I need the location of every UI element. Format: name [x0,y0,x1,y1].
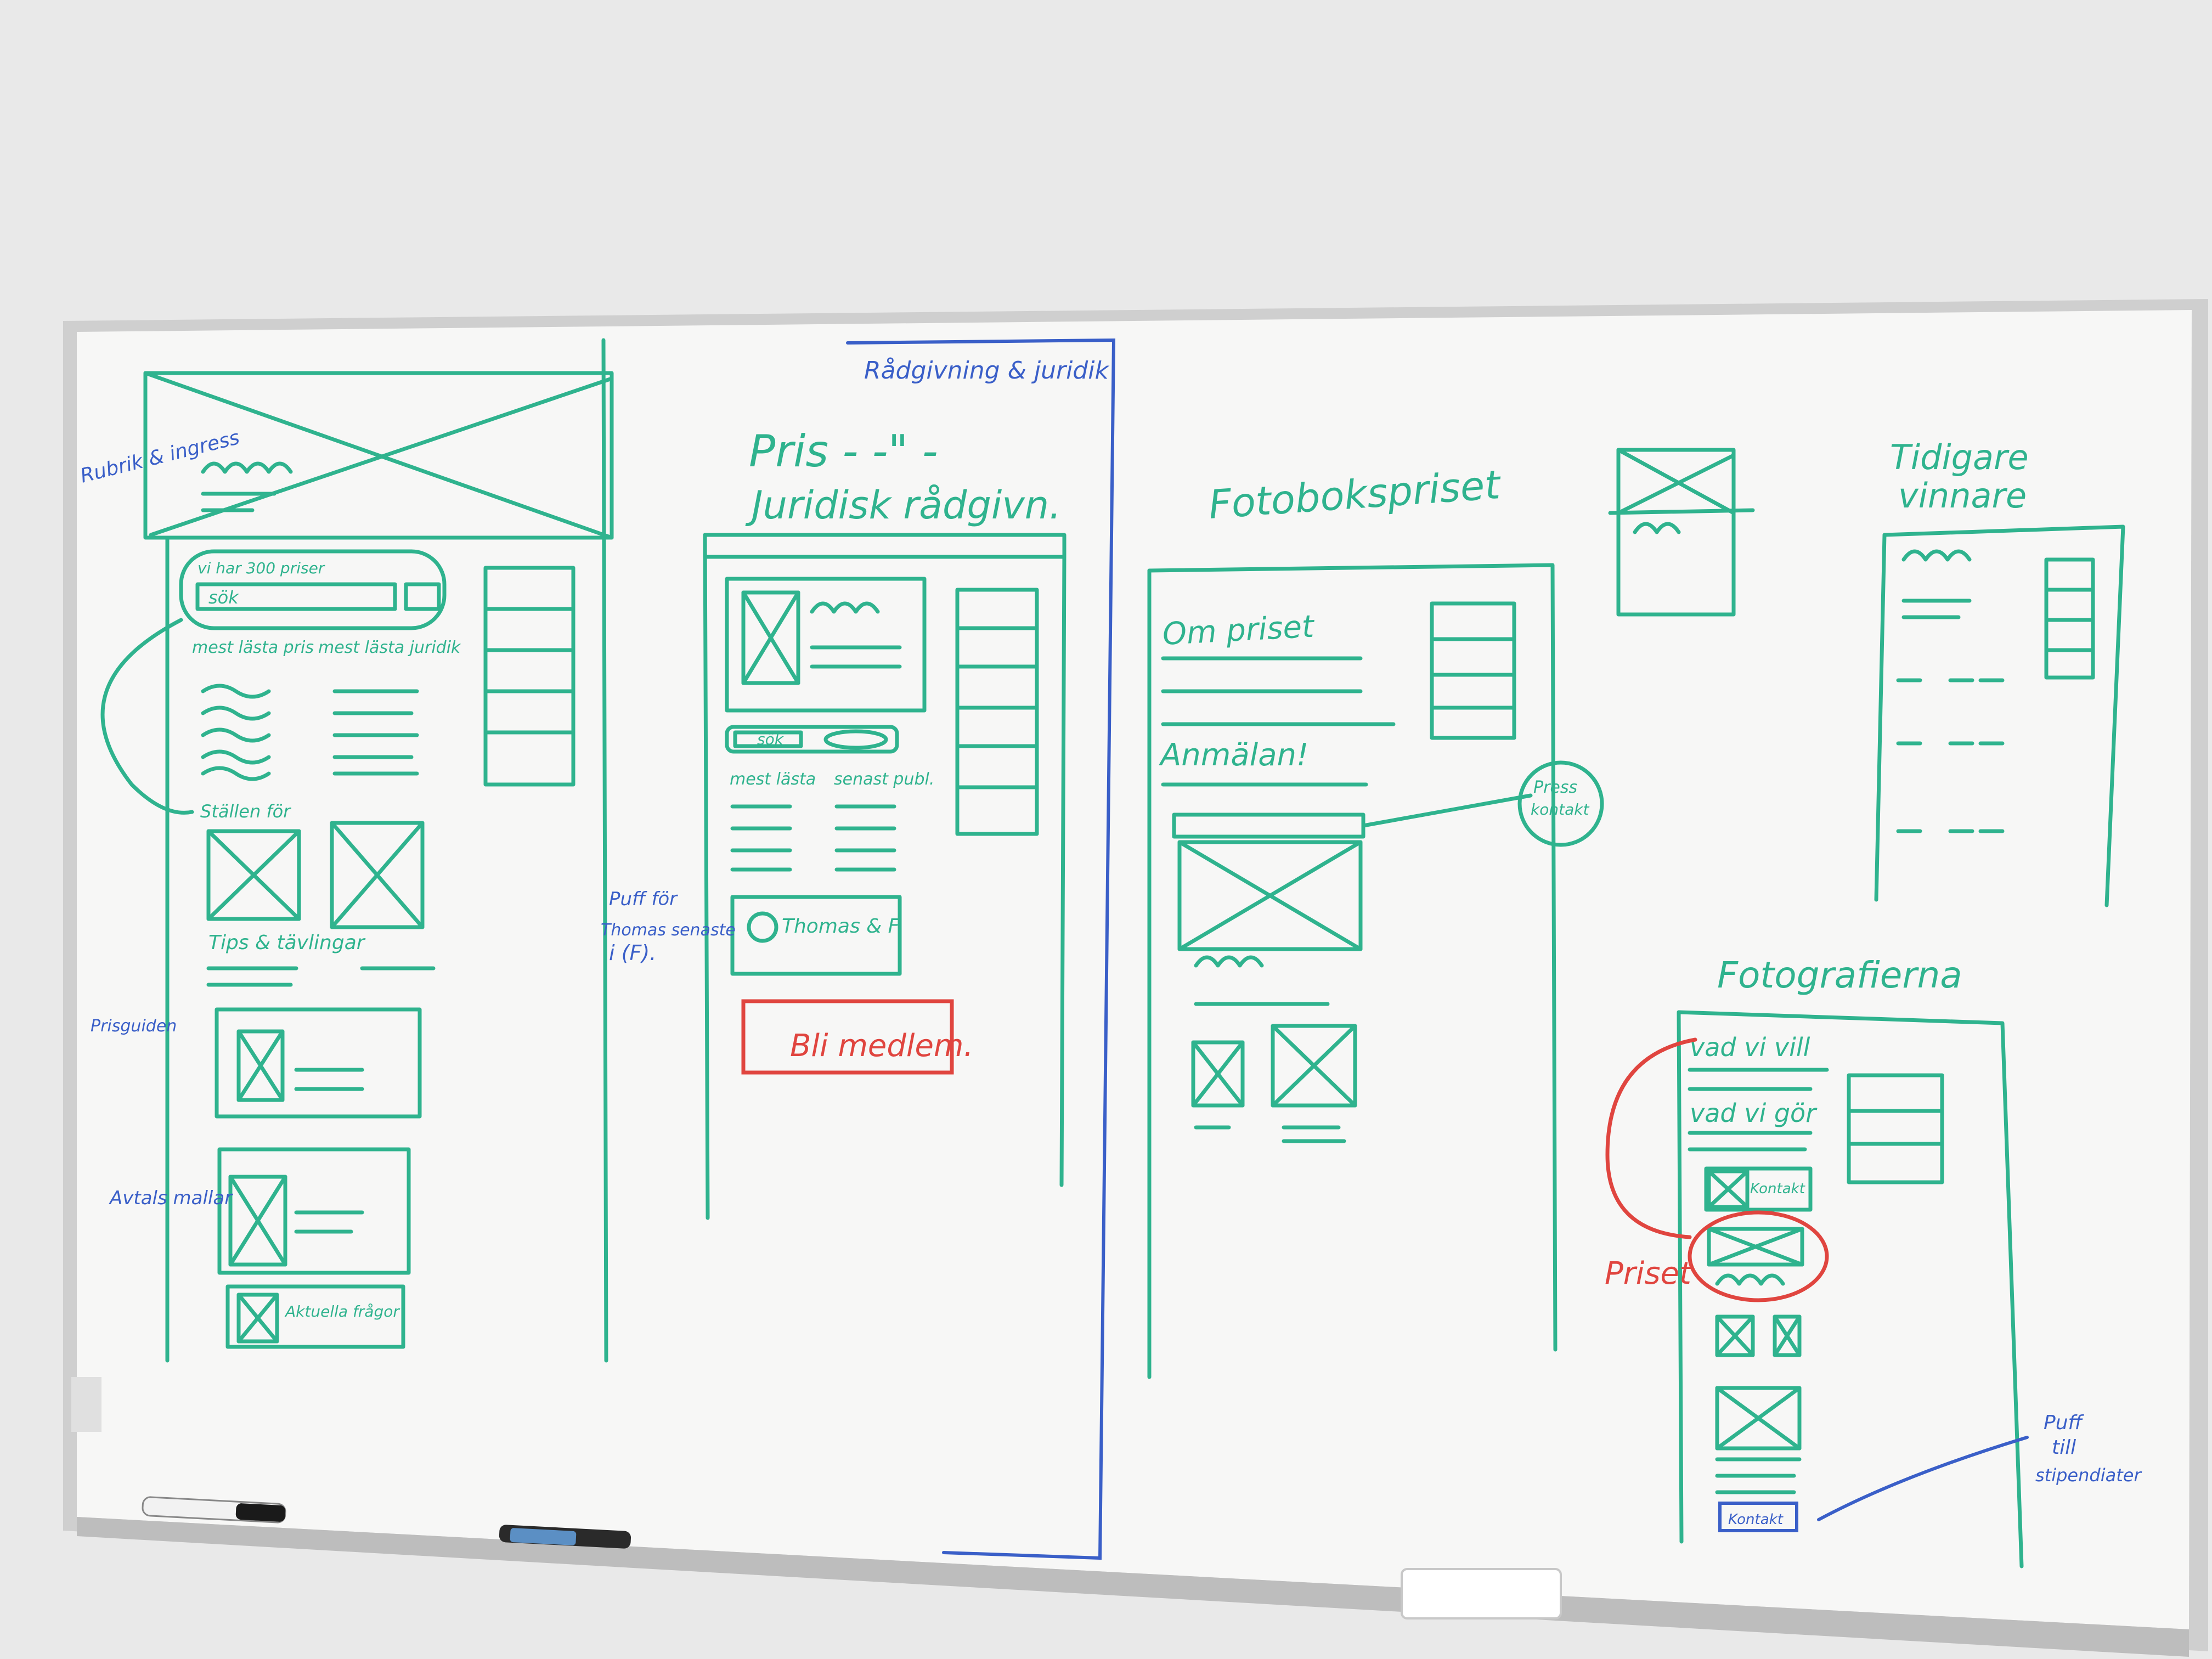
label-mest-lasta: mest lästa [730,770,816,789]
label-prisguiden: Prisguiden [91,1017,177,1036]
label-pris-title: Pris - -" - [749,426,938,477]
label-tips: Tips & tävlingar [208,932,366,954]
label-stipendiater: stipendiater [2035,1465,2142,1486]
label-priset: Priset [1605,1256,1692,1291]
label-puff-for: Puff för [609,888,678,910]
label-kontakt-2: Kontakt [1750,1181,1805,1197]
label-vad-vi-gor: vad vi gör [1690,1098,1818,1128]
label-tidigare-title: Tidigare [1890,437,2029,477]
marker-black [142,1496,286,1523]
label-om-priset: Om priset [1161,609,1316,652]
label-jurist-title: Juridisk rådgivn. [745,483,1061,528]
marker-blue [499,1525,631,1549]
label-puff: Puff [2044,1412,2085,1434]
wireframe-photographers [1605,1010,2029,1568]
label-sok: sök [208,587,239,608]
board-label-sticker [71,1377,101,1432]
wireframe-mobile [1608,448,1755,617]
wireframe-start-page [100,338,614,1363]
eraser [1401,1568,1562,1620]
label-anmalan: Anmälan! [1159,737,1308,773]
label-if: i (F). [609,941,656,965]
label-mest-lasta-juridik: mest lästa juridik [318,638,461,657]
label-till: till [2052,1436,2076,1459]
label-vi-har: vi har 300 priser [198,559,325,577]
wireframe-previous-winners [1874,524,2125,907]
label-kontakt-3: Kontakt [1728,1511,1784,1528]
wireframe-legal-page [703,338,1116,1560]
label-vad-vi-vill: vad vi vill [1690,1032,1810,1062]
label-senast-pub: senast publ. [834,770,934,789]
label-bli-medlem: Bli medlem. [790,1028,973,1064]
label-fotografer-title: Fotografierna [1717,954,1962,996]
label-radgivning: Rådgivning & juridik [864,357,1109,385]
label-thomas-senaste: Thomas senaste [601,921,736,940]
wireframe-photobook-page [1147,563,1604,1379]
label-mest-lasta-pris: mest lästa pris [192,638,314,657]
label-aktuella: Aktuella frågor [284,1302,400,1321]
label-avtals: Avtals mallar [109,1187,233,1209]
label-press: Press [1533,778,1577,797]
label-thomas: Thomas & F [782,915,900,938]
label-kontakt: kontakt [1531,800,1589,819]
marker-tray [77,1517,2189,1657]
label-vinnare-title: vinnare [1898,476,2027,516]
label-stallen: Ställen för [200,801,291,822]
label-sok-2: sök [757,730,785,748]
